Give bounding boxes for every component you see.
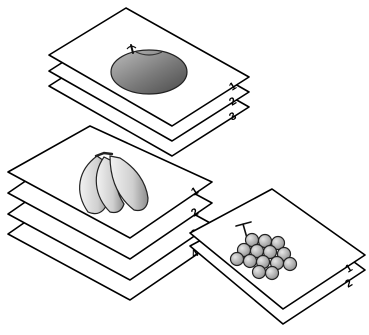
apple-sheet-1: 1 (48, 7, 250, 127)
apple-icon (110, 44, 188, 95)
apple-stack: 3 2 1 (48, 7, 250, 157)
grape-stack: 2 1 (189, 188, 366, 325)
page-number: 2 (343, 277, 355, 290)
page-number: 1 (343, 262, 355, 275)
page-number: 1 (189, 185, 201, 198)
page-number: 3 (227, 110, 239, 123)
banana-stack: 4 3 2 1 (7, 125, 213, 301)
banana-icon (79, 151, 149, 215)
banana-sheet-1: 1 (7, 125, 213, 239)
page-number: 2 (227, 95, 239, 108)
grape-sheet-1: 1 (189, 188, 366, 310)
page-number: 1 (227, 80, 239, 93)
page-number: 2 (189, 206, 201, 219)
grape-icon (229, 221, 298, 281)
